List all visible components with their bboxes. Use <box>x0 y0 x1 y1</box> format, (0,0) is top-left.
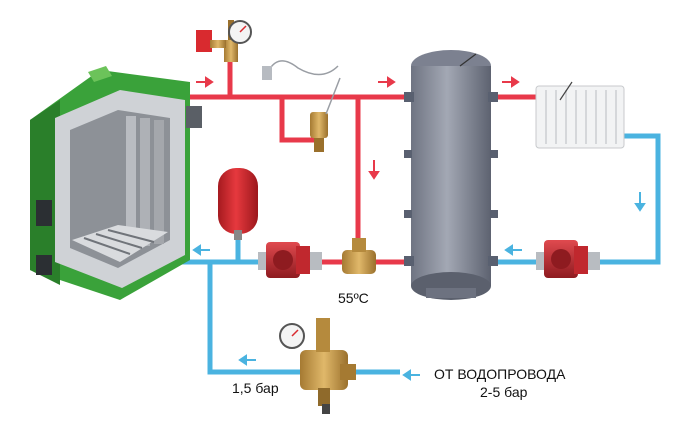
thermal-discharge-valve-icon <box>262 60 341 152</box>
flow-arrow-icon <box>502 76 520 88</box>
water-supply-pressure-label: 2-5 бар <box>480 384 528 400</box>
flow-arrow-icon <box>634 192 646 212</box>
fill-pressure-label: 1,5 бар <box>232 380 279 396</box>
safety-group-icon <box>196 20 252 62</box>
circulation-pump-icon <box>258 242 322 278</box>
boiler-side-shade <box>30 100 60 285</box>
radiator-icon <box>535 81 625 149</box>
solid-fuel-boiler <box>30 66 202 300</box>
flow-arrow-icon <box>378 76 396 88</box>
flow-arrow-icon <box>504 244 522 256</box>
expansion-tank-icon <box>218 168 258 240</box>
flow-arrow-icon <box>402 369 420 381</box>
safety-valve-red <box>196 30 212 52</box>
boiler-tube <box>154 120 164 244</box>
cold-radiator-return <box>600 133 661 265</box>
boiler-tube <box>126 116 136 246</box>
flow-arrow-icon <box>238 354 256 366</box>
boiler-flue <box>186 106 202 128</box>
flow-arrow-icon <box>196 76 214 88</box>
flow-arrows <box>192 76 646 381</box>
boiler-door-handle <box>36 200 52 226</box>
buffer-tank-icon <box>404 50 498 300</box>
boiler-top-lid <box>88 66 112 82</box>
circulation-pump-icon <box>536 240 600 278</box>
flow-arrow-icon <box>368 160 380 180</box>
boiler-door-handle <box>36 255 52 275</box>
boiler-tube <box>140 118 150 246</box>
mixing-valve-icon <box>342 238 376 274</box>
pressure-reducer-icon <box>279 318 356 414</box>
mixing-valve-temperature-label: 55ºC <box>338 290 369 306</box>
flow-arrow-icon <box>192 244 210 256</box>
water-supply-label: ОТ ВОДОПРОВОДА <box>434 366 566 382</box>
